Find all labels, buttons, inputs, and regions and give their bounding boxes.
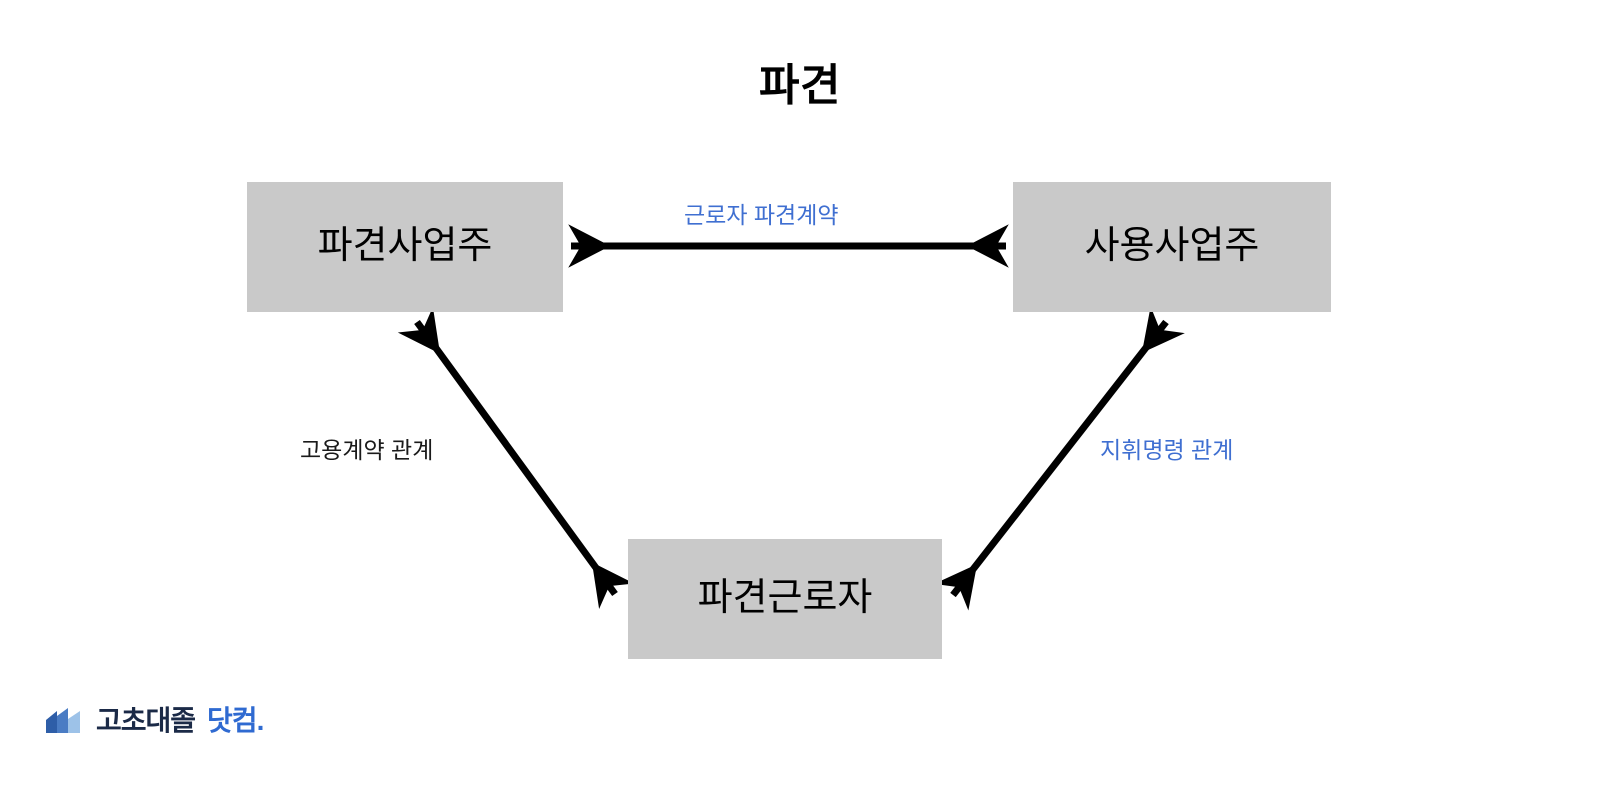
- arrow-employment: [397, 306, 635, 610]
- node-user-employer-label: 사용사업주: [1084, 225, 1260, 268]
- book-pages-icon: [46, 708, 80, 733]
- node-dispatched-worker[interactable]: 파견근로자: [628, 539, 942, 659]
- logo-text-primary: 고초대졸: [96, 705, 196, 736]
- node-dispatched-worker-label: 파견근로자: [697, 577, 873, 620]
- edge-label-contract: 근로자 파견계약: [684, 202, 839, 228]
- node-user-employer[interactable]: 사용사업주: [1013, 182, 1331, 312]
- logo-text-secondary: 닷컴.: [207, 705, 264, 736]
- node-dispatch-employer-label: 파견사업주: [317, 225, 493, 268]
- edge-label-command: 지휘명령 관계: [1100, 437, 1234, 463]
- edge-label-employment: 고용계약 관계: [300, 437, 434, 463]
- site-logo[interactable]: 고초대졸 닷컴.: [44, 700, 264, 742]
- page-title: 파견: [759, 61, 841, 110]
- node-dispatch-employer[interactable]: 파견사업주: [247, 182, 563, 312]
